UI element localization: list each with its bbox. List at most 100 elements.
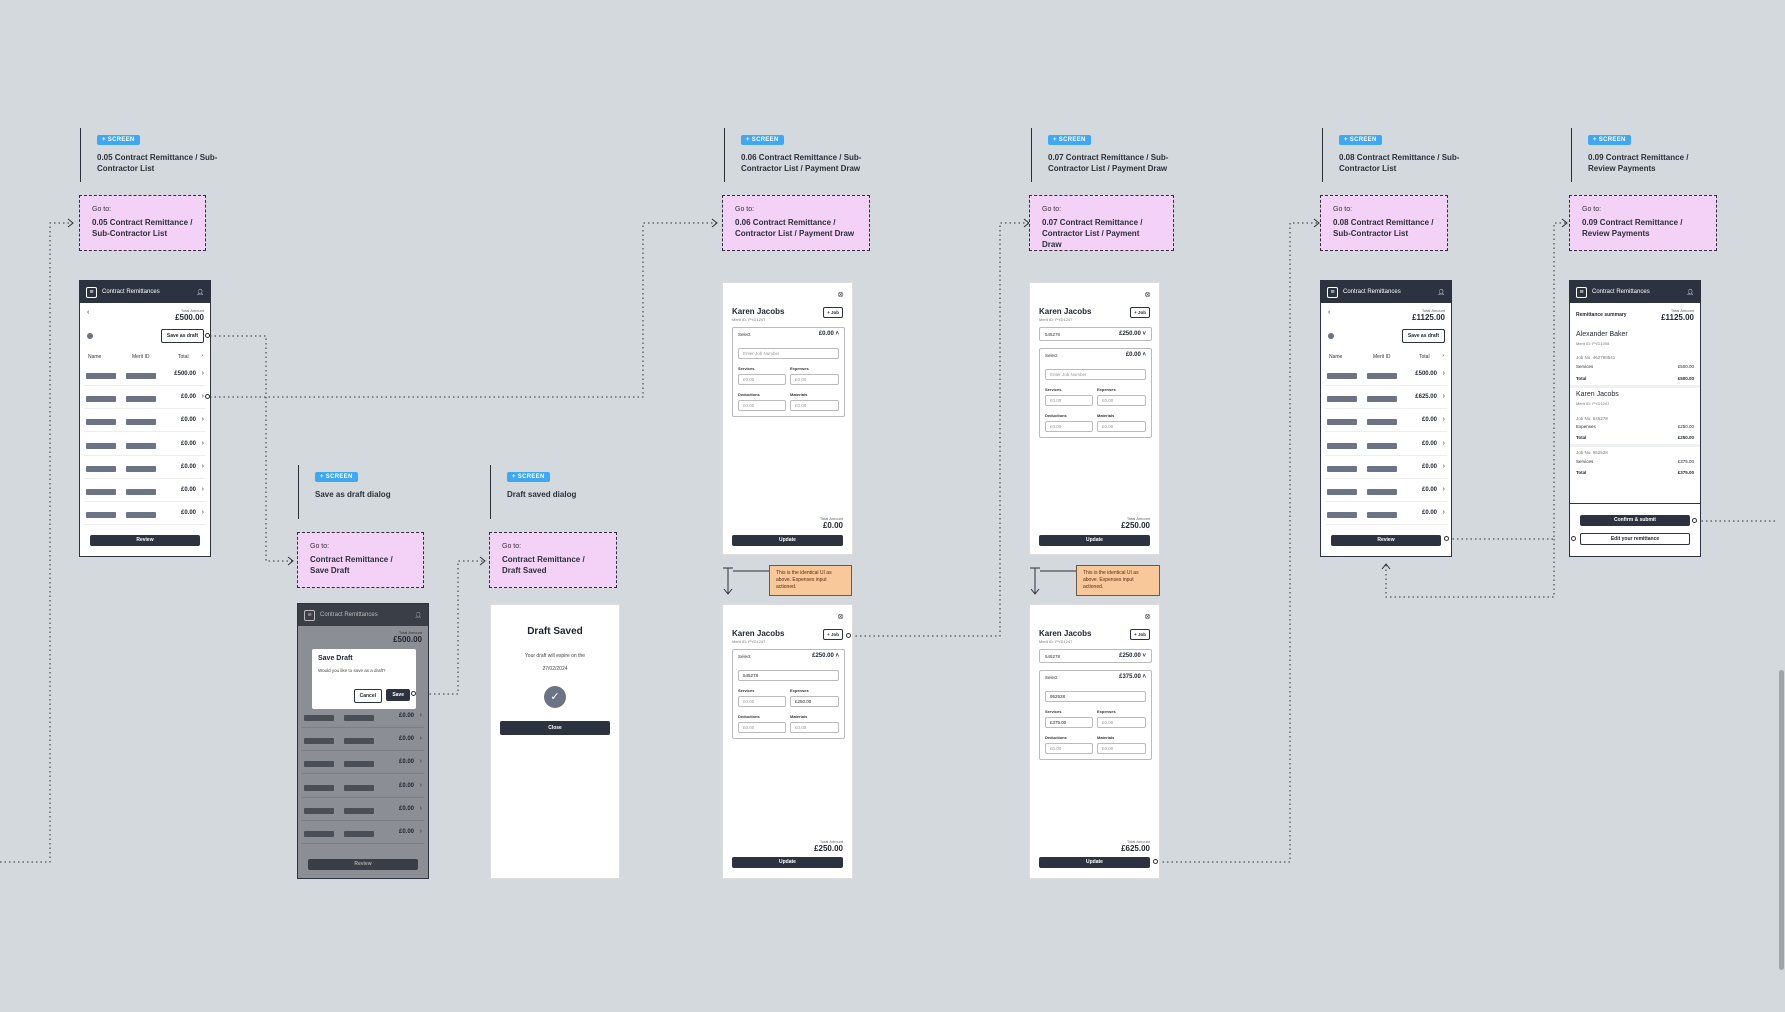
table-row[interactable]: £0.00› <box>302 823 424 844</box>
vertical-scrollbar[interactable] <box>1777 0 1785 1012</box>
save-button[interactable]: Save <box>386 689 410 701</box>
table-row[interactable]: £0.00› <box>84 388 206 410</box>
goto-box-005[interactable]: Go to: 0.05 Contract Remittance / Sub-Co… <box>79 195 206 251</box>
expenses-input[interactable]: £0.00 <box>1097 717 1146 728</box>
materials-input[interactable]: £0.00 <box>790 400 839 411</box>
summary-line: Expenses£250.00 <box>1576 424 1694 429</box>
merit-id-placeholder <box>344 761 374 768</box>
materials-input[interactable]: £0.00 <box>1097 421 1146 432</box>
back-icon[interactable]: ‹ <box>1328 309 1331 316</box>
services-input[interactable]: £0.00 <box>738 374 786 385</box>
job-select-expanded[interactable]: Select £375.00 ˄ 952528 Services Expense… <box>1039 670 1152 760</box>
close-icon[interactable]: ⊗ <box>1144 290 1151 299</box>
materials-label: Materials <box>790 714 808 719</box>
update-button[interactable]: Update <box>1039 535 1150 546</box>
table-row[interactable]: £0.00› <box>1325 435 1447 456</box>
confirm-submit-button[interactable]: Confirm & submit <box>1580 515 1690 526</box>
name-placeholder <box>86 512 116 519</box>
table-row[interactable]: £625.00› <box>1325 388 1447 410</box>
close-icon[interactable]: ⊗ <box>837 290 844 299</box>
goto-box-007[interactable]: Go to: 0.07 Contract Remittance / Contra… <box>1029 195 1174 251</box>
cancel-button[interactable]: Cancel <box>353 689 382 703</box>
edit-remittance-button[interactable]: Edit your remittance <box>1580 533 1690 545</box>
job-number-input[interactable]: Enter Job Number <box>738 348 839 359</box>
user-icon[interactable]: 👤︎ <box>196 289 204 296</box>
review-button[interactable]: Review <box>90 535 200 546</box>
goto-box-save-draft[interactable]: Go to: Contract Remittance / Save Draft <box>297 532 424 588</box>
table-row[interactable]: £0.00› <box>84 458 206 479</box>
job-select-collapsed[interactable]: 545278 £250.00 ˅ <box>1039 327 1152 341</box>
add-job-button[interactable]: + Job <box>823 307 843 318</box>
table-row[interactable]: £0.00› <box>1325 458 1447 479</box>
deductions-input[interactable]: £0.00 <box>1045 421 1093 432</box>
table-row[interactable]: £0.00› <box>302 800 424 821</box>
job-select-expanded[interactable]: Select £250.00 ˄ 545278 Services Expense… <box>732 649 845 739</box>
screen-label-008: + SCREEN 0.08 Contract Remittance / Sub-… <box>1322 128 1469 182</box>
goto-box-006[interactable]: Go to: 0.06 Contract Remittance / Contra… <box>722 195 870 251</box>
name-placeholder <box>86 373 116 379</box>
deductions-input[interactable]: £0.00 <box>738 722 786 733</box>
expenses-input[interactable]: £250.00 <box>790 696 839 707</box>
merit-id-placeholder <box>126 512 156 519</box>
menu-icon[interactable]: ≡ <box>1576 286 1587 298</box>
services-input[interactable]: £0.00 <box>738 696 786 707</box>
table-row[interactable]: £0.00› <box>302 707 424 728</box>
table-row[interactable]: £0.00› <box>1325 481 1447 502</box>
user-icon[interactable]: 👤︎ <box>1437 289 1445 296</box>
table-row[interactable]: £500.00› <box>84 365 206 386</box>
job-number-input[interactable]: 952528 <box>1045 691 1146 702</box>
update-button[interactable]: Update <box>1039 857 1150 868</box>
update-button[interactable]: Update <box>732 535 843 546</box>
user-icon[interactable]: 👤︎ <box>1686 289 1694 296</box>
save-draft-button[interactable]: Save as draft <box>1401 329 1445 343</box>
table-row[interactable]: £0.00› <box>1325 504 1447 526</box>
deductions-input[interactable]: £0.00 <box>1045 743 1093 754</box>
total-amount: £1125.00 <box>1661 313 1694 322</box>
update-button[interactable]: Update <box>732 857 843 868</box>
add-job-button[interactable]: + Job <box>1130 307 1150 318</box>
materials-label: Materials <box>1097 413 1115 418</box>
scrollbar-thumb[interactable] <box>1779 670 1784 970</box>
review-button[interactable]: Review <box>1331 535 1441 546</box>
menu-icon[interactable]: ≡ <box>1327 286 1338 298</box>
job-select-expanded[interactable]: Select £0.00 ˄ Enter Job Number Services… <box>732 327 845 417</box>
materials-input[interactable]: £0.00 <box>1097 743 1146 754</box>
services-input[interactable]: £0.00 <box>1045 395 1093 406</box>
table-row[interactable]: £0.00› <box>84 504 206 526</box>
menu-icon[interactable]: ≡ <box>86 286 97 298</box>
goto-box-draft-saved[interactable]: Go to: Contract Remittance / Draft Saved <box>489 532 617 588</box>
screen-title: Save as draft dialog <box>315 490 391 499</box>
expenses-input[interactable]: £0.00 <box>1097 395 1146 406</box>
services-input[interactable]: £375.00 <box>1045 717 1093 728</box>
back-icon[interactable]: ‹ <box>87 309 90 316</box>
add-job-button[interactable]: + Job <box>823 629 843 640</box>
job-number-input[interactable]: Enter Job Number <box>1045 369 1146 380</box>
table-row[interactable]: £0.00› <box>84 435 206 456</box>
expenses-input[interactable]: £0.00 <box>790 374 839 385</box>
close-icon[interactable]: ⊗ <box>1144 612 1151 621</box>
chevron-right-icon: › <box>201 370 204 377</box>
job-select-collapsed[interactable]: 545278 £250.00 ˅ <box>1039 649 1152 663</box>
table-row[interactable]: £0.00› <box>302 730 424 752</box>
close-icon[interactable]: ⊗ <box>837 612 844 621</box>
deductions-input[interactable]: £0.00 <box>738 400 786 411</box>
merit-id-placeholder <box>1367 396 1397 403</box>
summary-heading: Remittance summary <box>1576 312 1627 318</box>
table-row[interactable]: £500.00› <box>1325 365 1447 386</box>
job-number-input[interactable]: 545278 <box>738 670 839 681</box>
add-job-button[interactable]: + Job <box>1130 629 1150 640</box>
goto-box-009[interactable]: Go to: 0.09 Contract Remittance / Review… <box>1569 195 1717 251</box>
materials-input[interactable]: £0.00 <box>790 722 839 733</box>
merit-id-placeholder <box>126 442 156 449</box>
chevron-right-icon: › <box>419 804 422 812</box>
table-row[interactable]: £0.00› <box>84 411 206 433</box>
table-row[interactable]: £0.00› <box>302 753 424 775</box>
connector-handle <box>205 394 210 399</box>
save-draft-button[interactable]: Save as draft <box>160 329 204 343</box>
goto-box-008[interactable]: Go to: 0.08 Contract Remittance / Sub-Co… <box>1320 195 1448 251</box>
table-row[interactable]: £0.00› <box>84 481 206 502</box>
close-button[interactable]: Close <box>500 721 610 735</box>
job-select-expanded[interactable]: Select £0.00 ˄ Enter Job Number Services… <box>1039 348 1152 438</box>
table-row[interactable]: £0.00› <box>1325 411 1447 433</box>
table-row[interactable]: £0.00› <box>302 777 424 798</box>
